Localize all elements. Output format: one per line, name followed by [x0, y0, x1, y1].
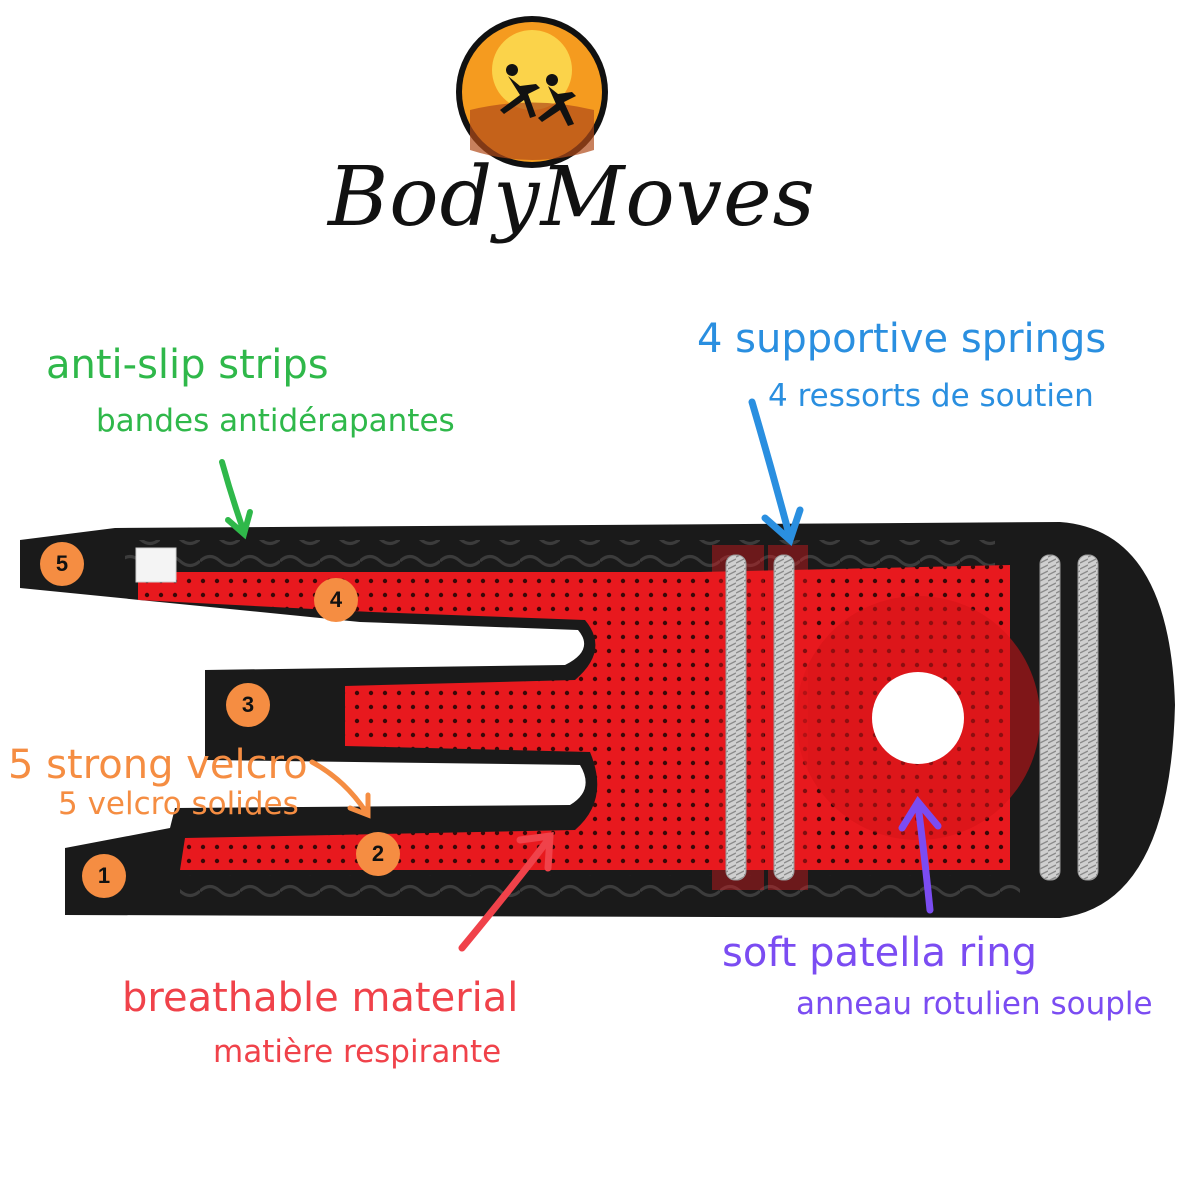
- label-patella-fr: anneau rotulien souple: [796, 986, 1153, 1022]
- label-breathable-en: breathable material: [122, 975, 519, 1021]
- arrow-patella: [898, 796, 942, 914]
- sunset-runners-icon: [456, 16, 608, 168]
- label-patella-en: soft patella ring: [722, 930, 1038, 976]
- arrow-breathable: [458, 831, 554, 952]
- arrow-velcro: [309, 759, 371, 819]
- arrow-anti-slip: [219, 459, 253, 540]
- spring-3: [1039, 554, 1061, 881]
- strap-badge-1: 1: [82, 854, 126, 898]
- label-anti-slip-en: anti-slip strips: [46, 342, 329, 388]
- brand-name: BodyMoves: [328, 150, 816, 245]
- spring-2: [773, 554, 795, 881]
- strap-badge-3: 3: [226, 683, 270, 727]
- strap-badge-4: 4: [314, 578, 358, 622]
- patella-ring-hole: [872, 672, 964, 764]
- label-springs-en: 4 supportive springs: [697, 316, 1107, 362]
- label-velcro-fr: 5 velcro solides: [58, 786, 299, 822]
- spring-4: [1077, 554, 1099, 881]
- label-anti-slip-fr: bandes antidérapantes: [96, 403, 455, 439]
- strap-badge-5: 5: [40, 542, 84, 586]
- label-velcro-en: 5 strong velcro: [8, 742, 308, 788]
- arrow-springs: [748, 398, 804, 547]
- spring-1: [725, 554, 747, 881]
- label-breathable-fr: matière respirante: [213, 1034, 502, 1070]
- label-springs-fr: 4 ressorts de soutien: [768, 378, 1094, 414]
- brace-tag: [135, 547, 177, 583]
- strap-badge-2: 2: [356, 832, 400, 876]
